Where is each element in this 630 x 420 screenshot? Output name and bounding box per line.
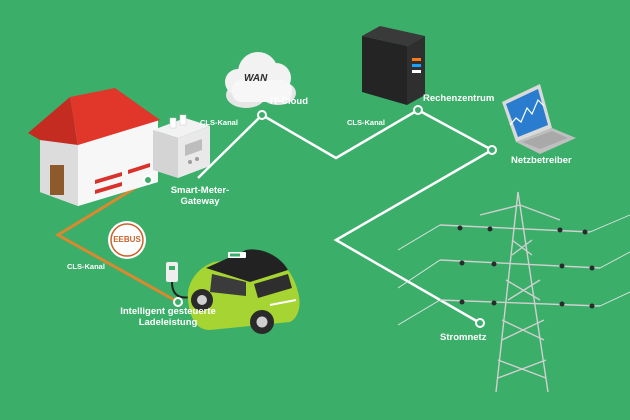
stromnetz-label: Stromnetz: [440, 332, 487, 343]
copper-cable-line: [55, 178, 179, 304]
house-icon: [28, 88, 160, 206]
network-line-netz-stromnetz: [333, 148, 493, 325]
node-netzbetreiber: [487, 145, 497, 155]
smart-meter-gateway-label-line1: Smart-Meter-: [170, 185, 230, 196]
node-stromnetz: [475, 318, 485, 328]
power-pylon-icon: [397, 191, 630, 393]
cls-kanal-car-label: CLS-Kanal: [67, 262, 105, 271]
smart-meter-icon: [153, 114, 210, 178]
cls-kanal-datacenter-label: CLS-Kanal: [347, 118, 385, 127]
laptop-icon: [502, 84, 576, 154]
cloud-icon: [225, 52, 296, 108]
ladeleistung-label-line2: Ladeleistung: [138, 316, 198, 328]
it-cloud-label: IT-Cloud: [270, 96, 308, 107]
server-icon: [362, 26, 425, 105]
node-markers: [143, 105, 497, 328]
ladeleistung-label: Intelligent gesteuerte Ladeleistung: [112, 306, 224, 329]
ladeleistung-label-line1: Intelligent gesteuerte: [120, 306, 216, 317]
smart-meter-gateway-label: Smart-Meter- Gateway: [157, 185, 243, 208]
smart-meter-gateway-label-line2: Gateway: [180, 195, 220, 207]
network-line-gateway-cloud: [197, 114, 263, 179]
network-line-cloud-datacenter: [261, 108, 419, 160]
node-car: [173, 297, 183, 307]
electric-car-icon: [187, 249, 300, 334]
node-datacenter: [413, 105, 423, 115]
network-line-datacenter-netz: [417, 108, 493, 152]
node-cloud: [257, 110, 267, 120]
rechenzentrum-label: Rechenzentrum: [423, 93, 495, 104]
eebus-logo: [108, 221, 146, 259]
eebus-logo-text: EEBUS: [113, 235, 141, 244]
netzbetreiber-label: Netzbetreiber: [511, 155, 572, 166]
cloud-wan-text: WAN: [244, 73, 268, 84]
node-gateway: [143, 175, 153, 185]
pylon-insulators: [457, 225, 595, 309]
cls-kanal-cloud-label: CLS-Kanal: [200, 118, 238, 127]
